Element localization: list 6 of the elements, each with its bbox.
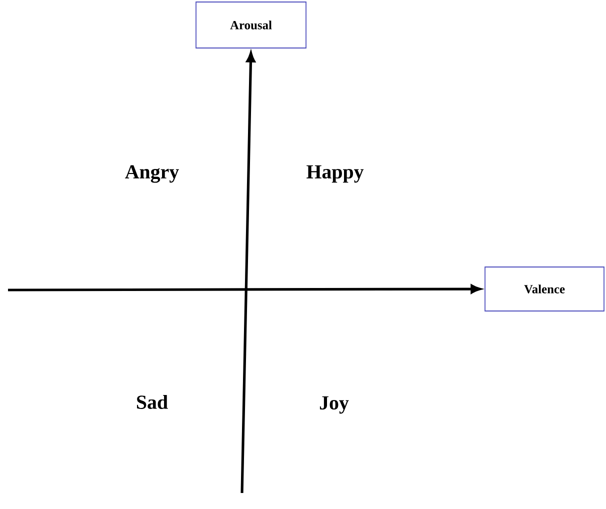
axis-label-box: Arousal xyxy=(196,2,306,48)
quadrant-label: Joy xyxy=(320,396,349,414)
quadrant-label: Angry xyxy=(125,165,179,183)
quadrant-label: Sad xyxy=(137,394,168,409)
quadrant-label: Happy xyxy=(306,165,364,183)
axis-label-box: Valence xyxy=(484,266,604,312)
